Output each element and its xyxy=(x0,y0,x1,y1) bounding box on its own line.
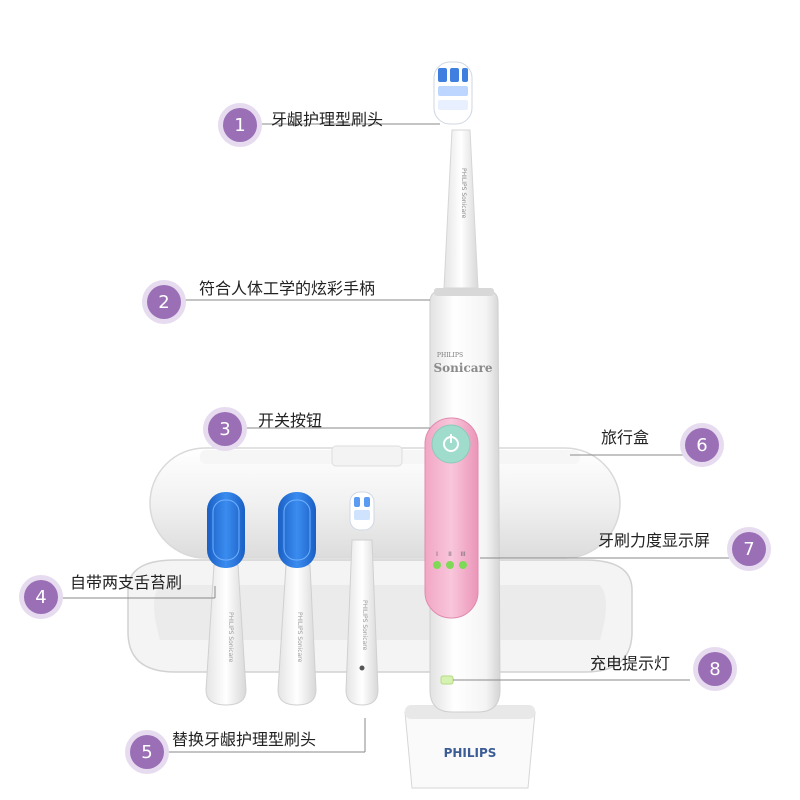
callout-3: 3 开关按钮 xyxy=(208,411,322,446)
callout-4: 4 自带两支舌苔刷 xyxy=(24,573,182,614)
callout-2: 2 符合人体工学的炫彩手柄 xyxy=(147,279,375,319)
head-brand-print: PHILIPS Sonicare xyxy=(361,600,368,651)
handle-model-text: Sonicare xyxy=(434,361,493,375)
callout-1-label: 牙龈护理型刷头 xyxy=(271,110,384,129)
callout-2-label: 符合人体工学的炫彩手柄 xyxy=(199,279,376,298)
head-brand-print: PHILIPS Sonicare xyxy=(296,612,303,663)
tongue-cleaner-head-1: PHILIPS Sonicare xyxy=(205,492,247,706)
callout-7-number: 7 xyxy=(732,532,767,566)
electric-toothbrush: PHILIPS Sonicare PHILIPS Sonicare I II I… xyxy=(424,61,501,713)
base-brand-text: PHILIPS xyxy=(444,746,497,760)
callout-6-label: 旅行盒 xyxy=(601,428,650,447)
travel-case xyxy=(127,445,633,673)
callout-3-label: 开关按钮 xyxy=(258,411,323,430)
intensity-mark-low: I xyxy=(436,551,438,558)
callout-3-number: 3 xyxy=(208,412,242,446)
intensity-mark-mid: II xyxy=(448,551,452,558)
callout-4-number: 4 xyxy=(24,580,58,614)
callout-7-label: 牙刷力度显示屏 xyxy=(598,531,711,550)
callout-2-number: 2 xyxy=(147,285,181,319)
callout-1: 1 牙龈护理型刷头 xyxy=(223,108,383,142)
head-brand-print: PHILIPS Sonicare xyxy=(227,612,234,663)
handle-brand-text: PHILIPS xyxy=(437,352,463,359)
charging-base: PHILIPS xyxy=(404,705,536,789)
tongue-cleaner-head-2: PHILIPS Sonicare xyxy=(277,492,317,706)
leader-lines xyxy=(55,123,752,753)
replacement-brush-head: PHILIPS Sonicare xyxy=(345,491,379,706)
callout-4-label: 自带两支舌苔刷 xyxy=(70,573,183,592)
callout-5-label: 替换牙龈护理型刷头 xyxy=(172,730,317,749)
callout-5-number: 5 xyxy=(130,735,164,769)
callout-8-number: 8 xyxy=(698,652,733,686)
power-button[interactable] xyxy=(431,424,471,464)
callout-1-number: 1 xyxy=(223,108,257,142)
callout-5: 5 替换牙龈护理型刷头 xyxy=(130,730,316,769)
callout-6: 旅行盒 6 xyxy=(601,428,720,462)
callout-8-label: 充电提示灯 xyxy=(590,654,671,673)
callout-8: 充电提示灯 8 xyxy=(590,652,733,686)
intensity-mark-high: III xyxy=(460,551,466,558)
callout-7: 牙刷力度显示屏 7 xyxy=(598,531,767,566)
stem-brand-print: PHILIPS Sonicare xyxy=(460,168,467,219)
charge-indicator-light xyxy=(440,675,454,685)
callout-6-number: 6 xyxy=(685,428,720,462)
intensity-display: I II III xyxy=(433,551,467,569)
